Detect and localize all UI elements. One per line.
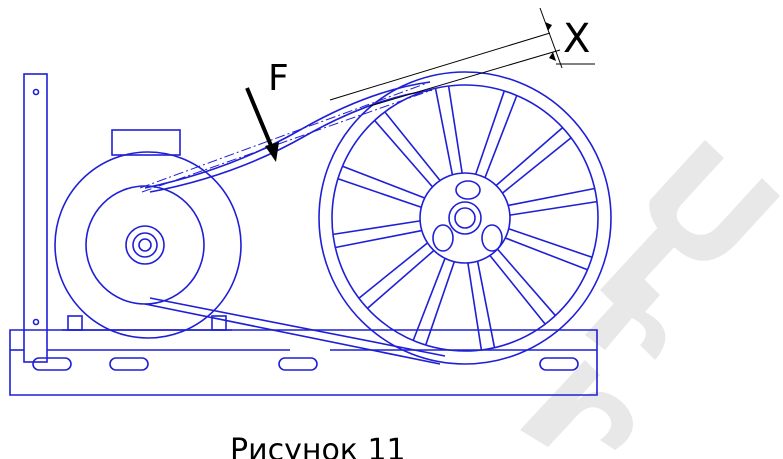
flywheel-spoke: [447, 85, 463, 174]
flywheel-spoke: [374, 119, 434, 188]
force-arrow: [245, 87, 279, 162]
drive-belt: [139, 81, 446, 365]
flywheel-spoke: [366, 249, 435, 309]
deflection-dimension: [329, 7, 595, 107]
flywheel-spoke: [508, 227, 593, 259]
flywheel-spokes: [332, 85, 598, 351]
label-f: F: [268, 58, 289, 99]
base-plate: [9, 329, 598, 396]
small-pulley: [85, 185, 205, 305]
electric-motor: [54, 129, 242, 339]
base-slot-4: [539, 357, 579, 371]
flywheel-spoke: [412, 258, 446, 341]
flywheel-spoke: [484, 95, 518, 178]
flywheel-spoke: [342, 165, 425, 199]
flywheel-spoke: [358, 242, 429, 299]
base-slot-1: [32, 357, 72, 371]
flywheel-spoke: [337, 177, 422, 209]
flywheel-spoke: [508, 187, 595, 207]
flywheel-spoke: [505, 237, 588, 271]
flywheel-spoke: [332, 220, 421, 236]
flywheel-spoke: [476, 261, 496, 348]
flywheel-spoke: [384, 111, 441, 182]
figure-caption: Рисунок 11: [230, 433, 406, 459]
flywheel-spoke: [474, 90, 506, 175]
label-x: X: [563, 16, 590, 62]
base-slot-2: [109, 357, 149, 371]
flywheel-spoke: [424, 261, 456, 346]
flywheel-spoke: [496, 248, 556, 317]
large-flywheel: [318, 71, 612, 365]
watermark-ru: [520, 140, 780, 450]
flywheel-spoke: [489, 254, 546, 325]
flywheel-spoke: [434, 88, 454, 175]
left-support-post: [23, 73, 48, 363]
flywheel-spoke: [335, 229, 422, 249]
base-slot-3: [278, 357, 318, 371]
flywheel-spoke: [509, 200, 598, 216]
flywheel-spoke: [495, 127, 564, 187]
flywheel-spoke: [501, 137, 572, 194]
flywheel-spoke: [467, 262, 483, 351]
